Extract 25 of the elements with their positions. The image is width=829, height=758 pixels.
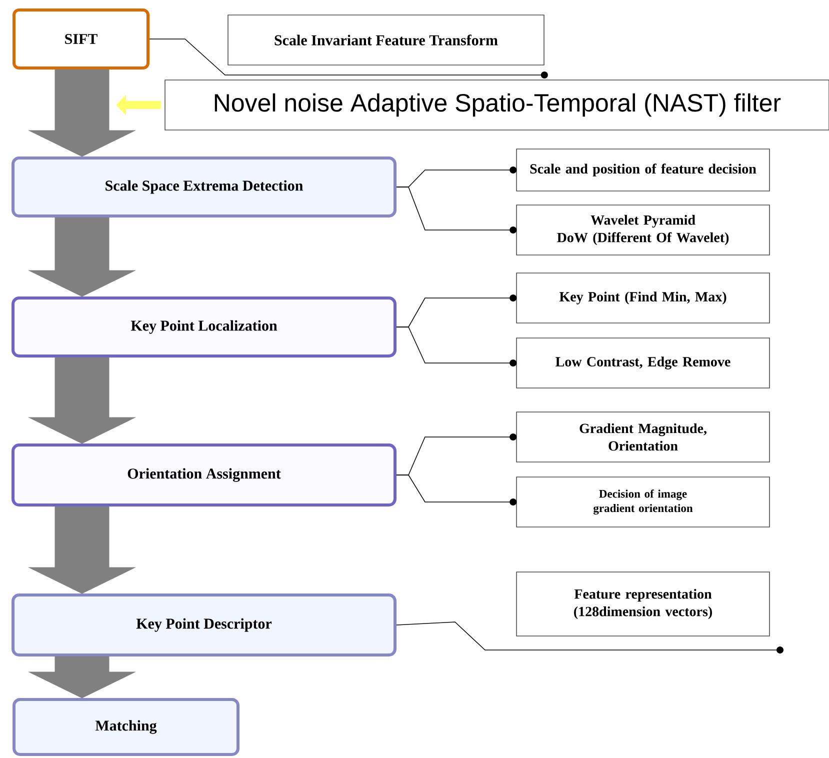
note-box: Novel noise Adaptive Spatio-Temporal (NAST) filter [164, 80, 829, 130]
note-box: Key Point (Find Min, Max) [516, 272, 770, 324]
leader-line [396, 622, 784, 654]
block-arrow [28, 506, 136, 594]
block-arrow [28, 357, 136, 444]
note-box: Wavelet Pyramid DoW (Different Of Wavelet) [516, 204, 770, 256]
note-box: Gradient Magnitude, Orientation [516, 412, 770, 462]
note-box: Feature representation (128dimension vectors) [516, 572, 770, 636]
leader-line [396, 326, 517, 366]
process-box: Key Point Localization [12, 296, 396, 358]
block-arrow [28, 69, 136, 157]
process-box: Matching [12, 698, 240, 756]
process-box: Scale Space Extrema Detection [12, 156, 396, 218]
block-arrow [28, 217, 136, 297]
block-arrow [28, 656, 136, 698]
note-box: Decision of image gradient orientation [516, 476, 770, 528]
process-box: Key Point Descriptor [12, 594, 396, 656]
leader-line [149, 38, 548, 78]
process-box: Orientation Assignment [12, 444, 396, 506]
leader-line [396, 474, 517, 506]
note-box: Low Contrast, Edge Remove [516, 338, 770, 388]
leader-line [396, 186, 517, 234]
title-box: SIFT [12, 8, 150, 70]
note-box: Scale Invariant Feature Transform [228, 14, 544, 66]
note-box: Scale and position of feature decision [516, 148, 770, 192]
